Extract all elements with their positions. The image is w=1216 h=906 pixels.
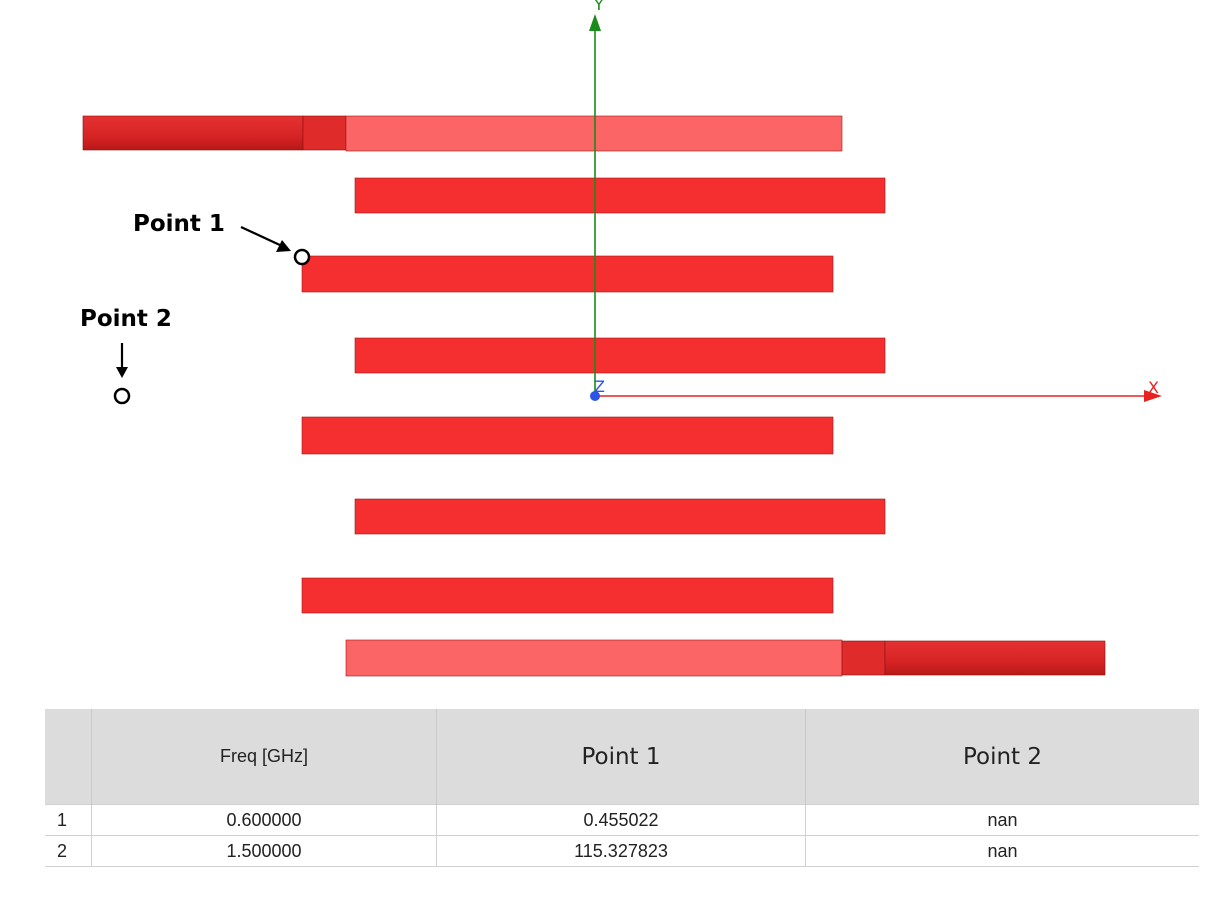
- cell-point-1: 115.327823: [436, 835, 806, 867]
- point-1-label: Point 1: [133, 211, 225, 237]
- resonator-finger-6[interactable]: [301, 577, 834, 614]
- x-axis-label: X: [1148, 378, 1159, 397]
- resonator-finger-3[interactable]: [354, 337, 886, 374]
- row-index: 1: [45, 804, 92, 836]
- cell-point-1: 0.455022: [436, 804, 806, 836]
- table-row[interactable]: 2 1.500000 115.327823 nan: [45, 835, 1199, 867]
- header-point-2[interactable]: Point 2: [805, 709, 1199, 805]
- resonator-finger-5[interactable]: [354, 498, 886, 535]
- bottom-feed-line[interactable]: [884, 640, 1106, 676]
- resonator-finger-2[interactable]: [301, 255, 834, 293]
- top-feed-line[interactable]: [82, 115, 304, 151]
- point-2-arrow-icon: [116, 367, 128, 378]
- header-freq[interactable]: Freq [GHz]: [91, 709, 437, 805]
- table-row[interactable]: 1 0.600000 0.455022 nan: [45, 804, 1199, 836]
- table-header-row: Freq [GHz] Point 1 Point 2: [45, 709, 1199, 805]
- point-1-arrow-line: [240, 226, 283, 247]
- results-table: Freq [GHz] Point 1 Point 2 1 0.600000 0.…: [45, 709, 1199, 867]
- cell-freq: 0.600000: [91, 804, 437, 836]
- cell-point-2: nan: [805, 804, 1199, 836]
- resonator-finger-4[interactable]: [301, 416, 834, 455]
- bottom-feed-stub[interactable]: [841, 640, 886, 676]
- bottom-resonator-end[interactable]: [345, 639, 843, 677]
- y-axis-arrow-icon: [589, 14, 601, 31]
- point-2-label: Point 2: [80, 306, 172, 332]
- point-1-arrow-icon: [276, 240, 291, 252]
- resonator-finger-1[interactable]: [354, 177, 886, 214]
- top-resonator-end[interactable]: [345, 115, 843, 152]
- cell-freq: 1.500000: [91, 835, 437, 867]
- row-index: 2: [45, 835, 92, 867]
- point-2-marker[interactable]: [113, 387, 131, 405]
- x-axis-arrow-icon: [1144, 390, 1162, 402]
- model-viewport[interactable]: Y X Z: [0, 0, 1216, 700]
- y-axis-label: Y: [593, 0, 604, 14]
- header-point-1[interactable]: Point 1: [436, 709, 806, 805]
- origin-dot: [590, 391, 600, 401]
- cell-point-2: nan: [805, 835, 1199, 867]
- top-feed-stub[interactable]: [302, 115, 347, 151]
- header-index[interactable]: [45, 709, 92, 805]
- z-axis-label: Z: [594, 377, 605, 396]
- point-1-marker[interactable]: [293, 248, 311, 266]
